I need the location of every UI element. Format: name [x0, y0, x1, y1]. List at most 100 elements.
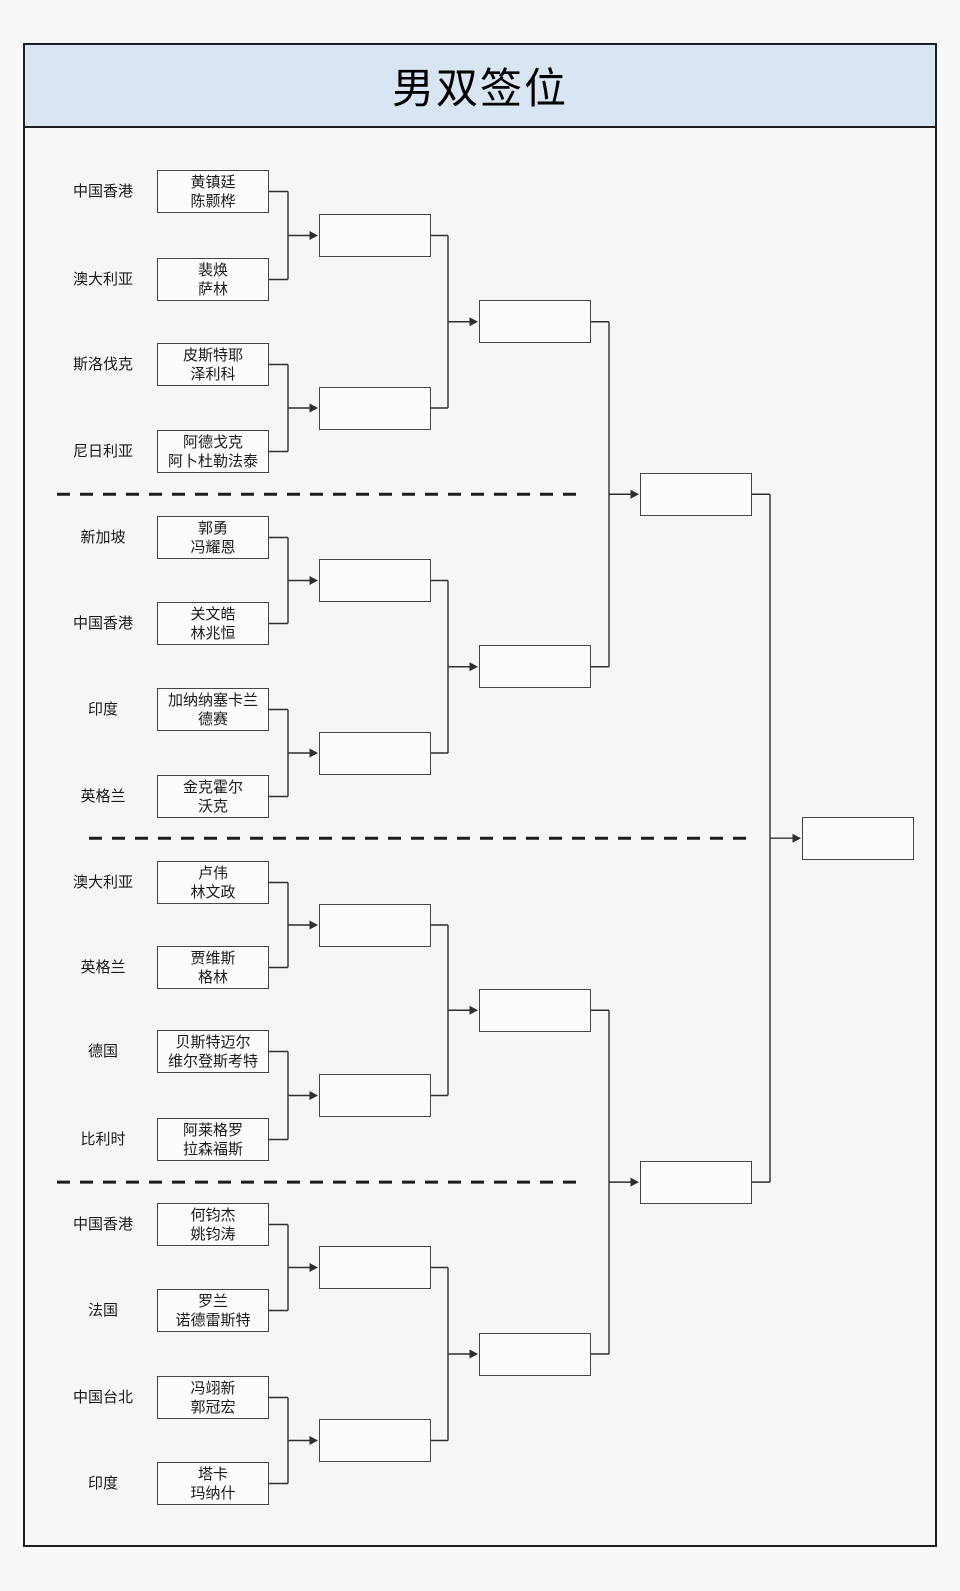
country-label: 新加坡 [80, 528, 126, 546]
pair-box: 阿莱格罗 拉森福斯 [157, 1118, 269, 1161]
player-name: 林文政 [190, 882, 236, 901]
round2-slot [319, 1246, 431, 1289]
pair-box: 阿德戈克 阿卜杜勒法泰 [157, 430, 269, 473]
arrowhead-icon [309, 231, 318, 240]
pair-box: 黄镇廷 陈颢桦 [157, 170, 269, 213]
player-name: 泽利科 [190, 364, 236, 383]
player-name: 黄镇廷 [190, 172, 236, 191]
pair-box: 罗兰 诺德雷斯特 [157, 1289, 269, 1332]
player-name: 林兆恒 [190, 623, 236, 642]
bracket-entry: 德国 贝斯特迈尔 维尔登斯考特 [0, 1030, 960, 1073]
bracket-entry: 印度 塔卡 玛纳什 [0, 1462, 960, 1505]
arrowhead-icon [309, 1263, 318, 1272]
pair-box: 裴焕 萨林 [157, 258, 269, 301]
arrowhead-icon [309, 403, 318, 413]
player-name: 郭冠宏 [190, 1397, 236, 1416]
pair-box: 加纳纳塞卡兰 德赛 [157, 688, 269, 731]
player-name: 关文皓 [190, 604, 236, 623]
country-label: 印度 [87, 1474, 118, 1492]
player-name: 阿卜杜勒法泰 [167, 451, 258, 470]
semifinal-slot [640, 1160, 752, 1204]
arrowhead-icon [630, 1177, 639, 1187]
connector-lines [268, 190, 795, 1485]
player-name: 阿莱格罗 [182, 1120, 243, 1139]
bracket-entry: 中国香港 黄镇廷 陈颢桦 [0, 170, 960, 213]
bracket-entry: 中国台北 冯翊新 郭冠宏 [0, 1376, 960, 1419]
player-name: 贾维斯 [190, 948, 236, 967]
arrowhead-icon [792, 833, 801, 843]
player-name: 郭勇 [197, 518, 228, 537]
country-label: 斯洛伐克 [72, 355, 133, 373]
quarterfinal-slot [479, 1332, 591, 1376]
country-label: 澳大利亚 [72, 270, 133, 288]
player-name: 阿德戈克 [182, 432, 243, 451]
round2-slot [319, 386, 431, 430]
pair-box: 金克霍尔 沃克 [157, 775, 269, 818]
bracket-entry: 斯洛伐克 皮斯特耶 泽利科 [0, 343, 960, 386]
bracket-entry: 澳大利亚 裴焕 萨林 [0, 258, 960, 301]
round2-slot [319, 731, 431, 775]
arrowhead-icon [469, 317, 478, 327]
bracket-entry: 尼日利亚 阿德戈克 阿卜杜勒法泰 [0, 430, 960, 473]
round2-slot [319, 1419, 431, 1462]
country-label: 德国 [87, 1042, 118, 1060]
round2-slot [319, 903, 431, 947]
country-label: 比利时 [80, 1130, 126, 1148]
bracket-entry: 英格兰 贾维斯 格林 [0, 946, 960, 989]
bracket-entry: 中国香港 何钧杰 姚钧涛 [0, 1203, 960, 1246]
player-name: 塔卡 [197, 1464, 228, 1483]
round2-slot [319, 214, 431, 257]
arrowhead-icon [309, 1436, 318, 1445]
player-name: 诺德雷斯特 [175, 1310, 251, 1329]
bracket-entry: 印度 加纳纳塞卡兰 德赛 [0, 688, 960, 731]
pair-box: 贾维斯 格林 [157, 946, 269, 989]
player-name: 何钧杰 [190, 1205, 236, 1224]
arrowhead-icon [309, 748, 318, 758]
final-slot [802, 816, 914, 860]
pair-box: 皮斯特耶 泽利科 [157, 343, 269, 386]
country-label: 中国台北 [72, 1388, 133, 1406]
round2-slot [319, 1074, 431, 1117]
arrowhead-icon [309, 920, 318, 930]
player-name: 冯翊新 [190, 1378, 236, 1397]
bracket-entry: 英格兰 金克霍尔 沃克 [0, 775, 960, 818]
country-label: 中国香港 [72, 182, 133, 200]
arrowhead-icon [469, 1005, 478, 1015]
country-label: 中国香港 [72, 1215, 133, 1233]
player-name: 格林 [197, 967, 228, 986]
pair-box: 关文皓 林兆恒 [157, 602, 269, 645]
arrowhead-icon [469, 1349, 478, 1359]
arrowhead-icon [469, 662, 478, 672]
bracket-entry: 比利时 阿莱格罗 拉森福斯 [0, 1118, 960, 1161]
arrowhead-icon [630, 489, 639, 499]
country-label: 中国香港 [72, 614, 133, 632]
player-name: 卢伟 [197, 863, 228, 882]
pair-box: 贝斯特迈尔 维尔登斯考特 [157, 1030, 269, 1073]
bracket-entry: 澳大利亚 卢伟 林文政 [0, 861, 960, 904]
player-name: 罗兰 [197, 1291, 228, 1310]
country-label: 澳大利亚 [72, 873, 133, 891]
pair-box: 卢伟 林文政 [157, 861, 269, 904]
pair-box: 郭勇 冯耀恩 [157, 516, 269, 559]
player-name: 加纳纳塞卡兰 [167, 690, 258, 709]
bracket-entry: 中国香港 关文皓 林兆恒 [0, 602, 960, 645]
country-label: 英格兰 [80, 787, 126, 805]
player-name: 姚钧涛 [190, 1224, 236, 1243]
player-name: 维尔登斯考特 [167, 1051, 258, 1070]
player-name: 冯耀恩 [190, 537, 236, 556]
round2-slot [319, 559, 431, 602]
country-label: 英格兰 [80, 958, 126, 976]
quarterfinal-slot [479, 645, 591, 689]
quarterfinal-slot [479, 988, 591, 1032]
country-label: 法国 [87, 1301, 118, 1319]
country-label: 印度 [87, 700, 118, 718]
player-name: 陈颢桦 [190, 191, 236, 210]
player-name: 裴焕 [197, 260, 228, 279]
pair-box: 塔卡 玛纳什 [157, 1462, 269, 1505]
player-name: 皮斯特耶 [182, 345, 243, 364]
bracket-entry: 新加坡 郭勇 冯耀恩 [0, 516, 960, 559]
player-name: 金克霍尔 [182, 777, 243, 796]
player-name: 玛纳什 [190, 1483, 236, 1502]
